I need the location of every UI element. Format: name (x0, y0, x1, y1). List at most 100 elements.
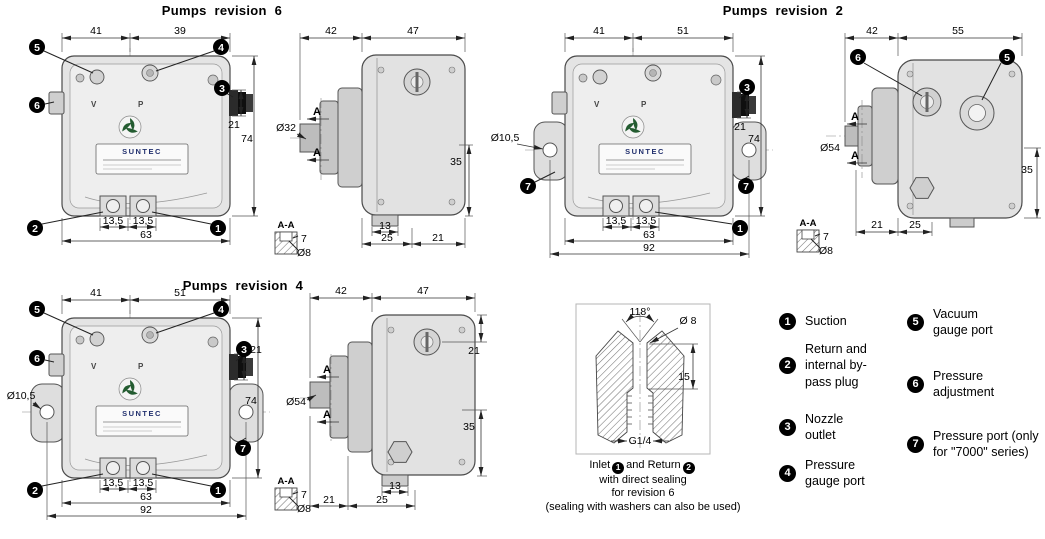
brand-label: SUNTEC (625, 147, 665, 156)
callout-6: 6 (29, 350, 55, 366)
legend-badge-6: 6 (907, 375, 924, 393)
legend-badge-5: 5 (907, 313, 924, 331)
legend-label: Pressure adjustment (933, 369, 995, 400)
dim-label: 13,5 (636, 215, 657, 227)
suntec-logo (118, 115, 142, 139)
port-v-label: V (594, 100, 600, 109)
nameplate: SUNTEC (95, 143, 189, 175)
dimensions: 42 47 Ø54 21 35 13 21 25 (286, 285, 487, 510)
callout-7: 7 (235, 437, 251, 456)
dim-label: 25 (376, 494, 388, 506)
section-arrow-label: A (313, 106, 321, 118)
bottom-port (949, 217, 975, 228)
dim-label: 13 (389, 480, 401, 492)
dim-label: 41 (90, 287, 102, 299)
legend-item-suction: 1 Suction (779, 313, 889, 330)
hex-plug (387, 441, 413, 463)
rev4-section-detail: A-A 7 Ø8 (274, 476, 311, 515)
port-cross-section (595, 330, 685, 444)
hex-plug (909, 177, 935, 199)
section-arrows: A A (307, 106, 329, 163)
port-v-label: V (91, 362, 97, 371)
callout-2: 2 (27, 211, 104, 236)
svg-text:3: 3 (219, 83, 225, 95)
svg-text:4: 4 (218, 304, 224, 316)
legend-label: Vacuum gauge port (933, 307, 993, 338)
legend-item-nozzle-outlet: 3 Nozzle outlet (779, 411, 853, 444)
svg-text:2: 2 (32, 485, 38, 497)
rev6-section-detail: A-A 7 Ø8 (274, 220, 311, 259)
dimensions: 41 51 21 74 Ø10,5 13,5 13,5 63 (491, 25, 765, 258)
callout-7: 7 (738, 175, 754, 194)
dim-label: 92 (140, 504, 152, 516)
legend-label: Pressure port (only for "7000" series) (933, 429, 1039, 460)
section-arrow-label: A (323, 409, 331, 421)
dim-label: Ø10,5 (491, 132, 520, 144)
legend-badge-2: 2 (779, 356, 796, 374)
suntec-logo (118, 377, 142, 401)
dim-label: 41 (593, 25, 605, 37)
legend-badge-3: 3 (779, 418, 796, 436)
callout-4: 4 (155, 39, 229, 72)
section-arrow-label: A (313, 147, 321, 159)
dim-label: 13,5 (103, 215, 124, 227)
dim-label: 25 (381, 232, 393, 244)
top-port-plug (413, 328, 441, 356)
rev6-side-view: A A 42 47 Ø32 35 13 (274, 25, 473, 259)
svg-text:5: 5 (34, 304, 40, 316)
legend-label: Return and internal by-pass plug (805, 342, 867, 389)
dim-label: 47 (417, 285, 429, 297)
legend-badge-4: 4 (779, 464, 796, 482)
inlet-detail-view: 118° Ø 8 15 G1/4 (575, 303, 711, 455)
shaft-hub (299, 87, 363, 188)
dim-label: 21 (228, 119, 240, 131)
dim-label: 51 (174, 287, 186, 299)
dim-label: 21 (432, 232, 444, 244)
dim-label: 21 (734, 121, 746, 133)
nameplate: SUNTEC (95, 405, 189, 437)
svg-text:1: 1 (737, 223, 743, 235)
rev4-side-view: A A 42 47 Ø54 21 35 13 (274, 285, 487, 515)
dim-label: G1/4 (629, 435, 652, 447)
dim-label: 42 (325, 25, 337, 37)
section-arrow-label: A (851, 111, 859, 123)
pumps-revision-6-title: Pumps revision 6 (161, 3, 283, 18)
callout-5: 5 (29, 301, 94, 336)
dim-label: 63 (140, 229, 152, 241)
dim-label: 21 (871, 219, 883, 231)
callout-1: 1 (654, 211, 748, 236)
svg-text:5: 5 (1004, 52, 1010, 64)
dim-label: 74 (245, 395, 257, 407)
bottom-ports (99, 195, 157, 217)
callout-3: 3 (235, 341, 252, 362)
callout-3: 3 (214, 80, 234, 98)
callout-7: 7 (520, 171, 556, 194)
bottom-port (371, 214, 399, 227)
svg-text:7: 7 (240, 443, 246, 455)
pump-body (61, 317, 231, 479)
dimensions: 41 51 21 74 Ø10,5 13,5 13,5 63 (7, 287, 262, 520)
top-port-plug (403, 68, 431, 96)
caption-text: and Return (626, 459, 681, 471)
dim-label: 47 (407, 25, 419, 37)
dim-label: 35 (463, 421, 475, 433)
svg-text:6: 6 (34, 353, 40, 365)
dim-label: 74 (748, 133, 760, 145)
legend-item-return: 2 Return and internal by-pass plug (779, 341, 885, 390)
legend-item-pressure-gauge: 4 Pressure gauge port (779, 457, 871, 490)
callout-2-badge: 2 (682, 461, 695, 474)
legend-badge-1: 1 (779, 313, 796, 330)
legend-item-pressure-port: 7 Pressure port (only for "7000" series) (907, 428, 1045, 461)
dim-label: Ø54 (820, 142, 840, 154)
top-fasteners (75, 64, 219, 86)
shaft-hub (844, 87, 899, 185)
top-fasteners (578, 64, 722, 86)
dim-label: 13,5 (133, 215, 154, 227)
rev6-front-view: V P SUNTEC (27, 25, 258, 245)
dimensions: 42 47 Ø32 35 13 25 21 (276, 25, 473, 248)
rev2-front-view: V P SUNTEC (491, 25, 773, 258)
pump-body (371, 314, 476, 476)
pumps-revision-4-title: Pumps revision 4 (182, 278, 304, 293)
